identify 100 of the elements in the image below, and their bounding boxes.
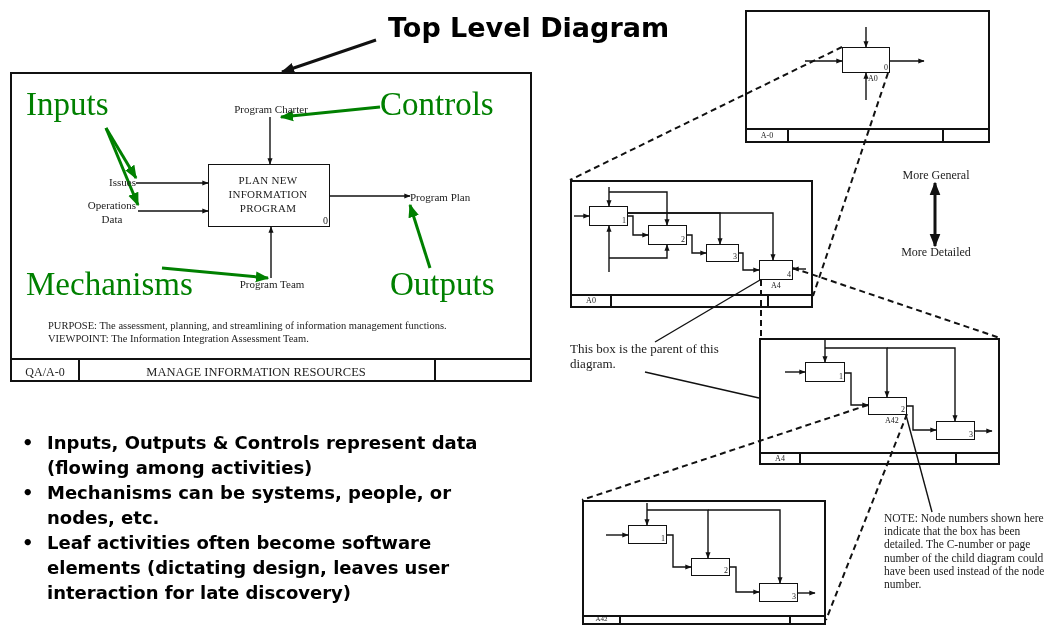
- arrow: [135, 180, 209, 186]
- bullet-marker: •: [22, 481, 34, 505]
- arrow: [408, 203, 432, 269]
- node-number: 2: [724, 567, 728, 575]
- footer-label: QA/A-0: [24, 364, 66, 381]
- leader-line: [644, 371, 760, 399]
- arrow: [707, 509, 783, 584]
- arrow: [863, 26, 869, 48]
- bullet-text: Mechanisms can be systems, people, or nodes, etc.: [47, 481, 453, 530]
- node-number: 3: [969, 431, 973, 439]
- diagram-frame: [745, 10, 990, 143]
- activity-box: [589, 206, 628, 226]
- diagram-frame: [582, 500, 826, 625]
- arrow: [797, 590, 816, 596]
- arrow: [267, 116, 273, 165]
- category-label: Outputs: [390, 268, 520, 308]
- diagram-frame: [570, 180, 813, 308]
- arrow: [886, 347, 958, 422]
- arrow: [104, 127, 140, 207]
- node-number: 4: [787, 271, 791, 279]
- arrow: [280, 38, 377, 74]
- arrow: [792, 266, 807, 272]
- purpose-text: PURPOSE: The assessment, planning, and streamlining of information management functions.: [48, 320, 448, 332]
- leader-line: [654, 279, 761, 343]
- arrow: [822, 339, 828, 363]
- footer-label: A-0: [759, 130, 775, 141]
- node-number: 1: [622, 217, 626, 225]
- footer-label: A0: [585, 296, 597, 306]
- title: Top Level Diagram: [388, 12, 670, 43]
- level-label: More Detailed: [889, 246, 983, 260]
- flow-label: Operations Data: [86, 198, 138, 226]
- node-number: 1: [661, 535, 665, 543]
- bullet-marker: •: [22, 531, 34, 555]
- activity-box: [691, 558, 730, 576]
- bullet-text: Inputs, Outputs & Controls represent data (flowing among activities): [47, 431, 479, 480]
- arrow: [161, 266, 270, 283]
- dashed-line: [581, 404, 869, 501]
- note-text: NOTE: Node numbers shown here indicate that the box has been detailed. The C-number or page number of the child diagram could have been used instead of the node number.: [884, 512, 1052, 598]
- activity-box: [628, 525, 667, 544]
- bullet-marker: •: [22, 431, 34, 455]
- arrow: [844, 372, 869, 408]
- activity-box: [936, 421, 975, 440]
- arrow: [627, 212, 776, 261]
- arrow: [824, 347, 890, 398]
- activity-box: [759, 583, 798, 602]
- node-reference: A4: [771, 281, 781, 290]
- leader-line: [905, 414, 933, 513]
- arrow: [738, 252, 760, 273]
- footer-label: A4: [774, 454, 786, 463]
- arrow: [646, 509, 711, 559]
- node-number: 3: [733, 253, 737, 261]
- dashed-line: [812, 72, 889, 297]
- bullet-text: Leaf activities often become software elements (dictating design, leaves user interaction for late discovery): [47, 531, 451, 605]
- viewpoint-text: VIEWPOINT: The Information Integration Assessment Team.: [48, 333, 310, 345]
- double-arrow: [929, 181, 941, 248]
- footer-title: MANAGE INFORMATION RESOURCES: [145, 364, 367, 381]
- arrow: [279, 105, 381, 122]
- activity-box: [208, 164, 330, 227]
- flow-label: Program Team: [232, 278, 312, 292]
- flow-label: Program Plan: [410, 191, 486, 205]
- activity-box: [805, 362, 845, 382]
- diagram-frame: [759, 338, 1000, 465]
- arrow: [605, 532, 629, 538]
- node-number: 0: [884, 64, 888, 72]
- arrow: [666, 534, 692, 570]
- arrow: [784, 369, 806, 375]
- arrow: [606, 225, 612, 273]
- arrow: [729, 566, 760, 595]
- category-label: Inputs: [26, 88, 136, 128]
- arrow: [686, 234, 707, 256]
- activity-box: [842, 47, 890, 73]
- arrow: [804, 58, 843, 64]
- node-reference: A42: [885, 416, 899, 425]
- node-number: 2: [901, 406, 905, 414]
- arrow: [268, 226, 274, 279]
- arrow: [889, 58, 925, 64]
- dashed-line: [569, 46, 843, 181]
- arrow: [644, 502, 650, 526]
- note-text: This box is the parent of this diagram.: [570, 342, 730, 372]
- category-label: Controls: [380, 88, 520, 128]
- node-number: 0: [323, 216, 328, 226]
- node-number: 3: [792, 593, 796, 601]
- level-label: More General: [893, 169, 979, 183]
- arrow: [627, 215, 649, 238]
- arrow: [906, 405, 937, 433]
- arrow: [608, 244, 670, 259]
- arrow: [137, 208, 209, 214]
- arrow: [608, 191, 670, 226]
- activity-box: [868, 397, 907, 415]
- dashed-line: [760, 279, 762, 339]
- arrow: [606, 186, 612, 207]
- node-reference: A0: [868, 74, 878, 83]
- flow-label: Program Charter: [230, 103, 312, 117]
- node-number: 1: [839, 373, 843, 381]
- dashed-line: [825, 413, 908, 621]
- category-label: Mechanisms: [26, 268, 226, 308]
- dashed-line: [792, 267, 1001, 339]
- activity-box: [648, 225, 687, 245]
- activity-box: [759, 260, 793, 280]
- diagram-frame: [10, 72, 532, 382]
